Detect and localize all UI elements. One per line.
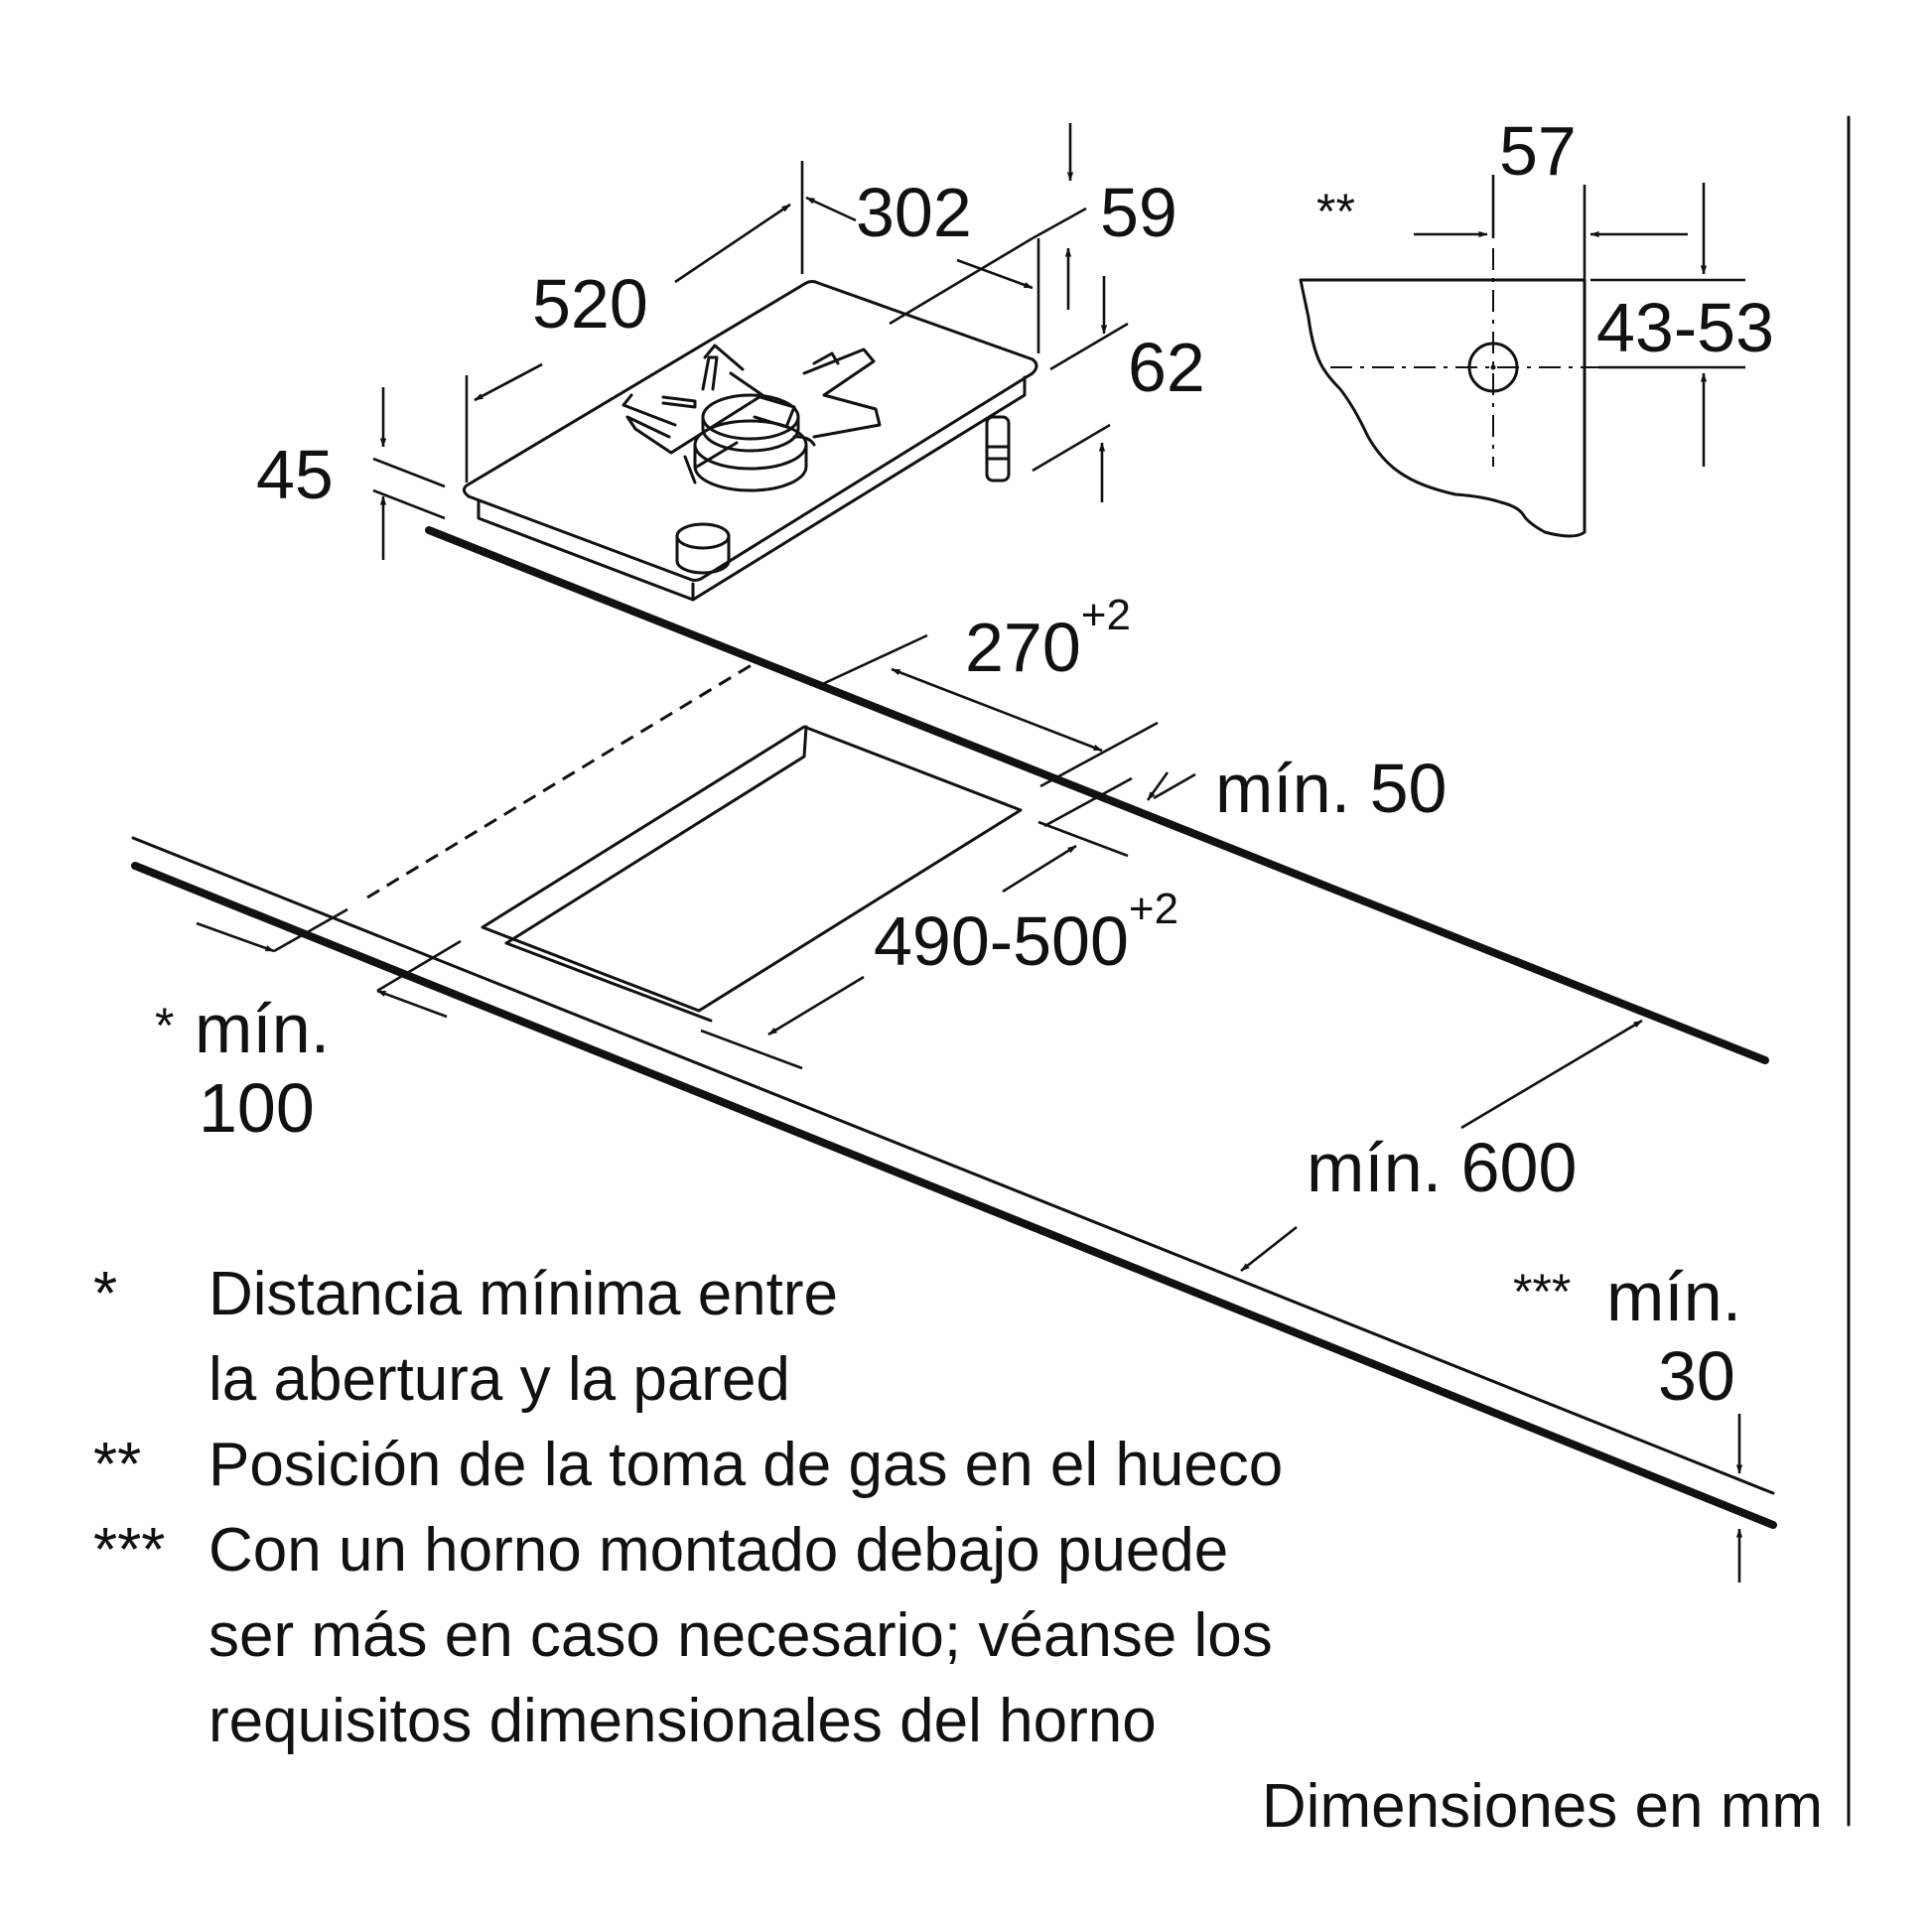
dim-270-label: 270	[965, 609, 1081, 686]
dimension-490-500: 490-500+2	[700, 820, 1178, 1070]
svg-text:490-500+2: 490-500+2	[874, 885, 1178, 980]
gas-detail-57-label: 57	[1499, 112, 1577, 190]
dim-490-500-label: 490-500	[874, 902, 1129, 980]
dimension-59: 59	[956, 123, 1177, 353]
dimension-270: 270+2	[815, 591, 1159, 788]
svg-text:270+2: 270+2	[965, 591, 1131, 686]
min-30-label: mín.	[1606, 1258, 1741, 1335]
cutout-opening	[481, 725, 1023, 1023]
min-600-label: mín. 600	[1307, 1129, 1577, 1206]
control-knob	[675, 522, 731, 575]
dim-302-label: 302	[856, 174, 972, 251]
dim-62-label: 62	[1128, 329, 1205, 406]
dimension-min-50: mín. 50	[1043, 750, 1447, 828]
dimension-min-600: mín. 600	[1240, 1019, 1643, 1273]
min-100-value: 100	[199, 1069, 315, 1147]
dimension-302: 302	[805, 174, 1087, 326]
dimension-45: 45	[256, 387, 446, 560]
dimension-62: 62	[1032, 247, 1205, 502]
note-1-line-2: la abertura y la pared	[208, 1345, 790, 1414]
note-3-line-1: Con un horno montado debajo puede	[208, 1516, 1228, 1585]
gas-detail-marker: **	[1316, 184, 1355, 239]
gas-connection-detail: ** 57 43-53	[1299, 112, 1774, 538]
min-100-star: *	[155, 998, 174, 1053]
note-3-marker: ***	[93, 1516, 165, 1585]
footnotes: * Distancia mínima entre la abertura y l…	[93, 1260, 1823, 1841]
pan-support-grate	[621, 344, 882, 484]
note-2-line-1: Posición de la toma de gas en el hueco	[208, 1431, 1283, 1499]
min-50-label: mín. 50	[1215, 750, 1447, 827]
min-30-value: 30	[1658, 1337, 1735, 1415]
units-caption: Dimensiones en mm	[1262, 1772, 1823, 1841]
note-3-line-3: requisitos dimensionales del horno	[208, 1687, 1157, 1755]
note-2-marker: **	[93, 1431, 141, 1499]
dim-490-500-tolerance: +2	[1129, 885, 1178, 933]
note-1-marker: *	[93, 1260, 117, 1328]
dimension-520: 520	[465, 161, 804, 483]
countertop-drawing	[131, 526, 1777, 1529]
dim-59-label: 59	[1100, 174, 1177, 251]
min-30-stars: ***	[1513, 1264, 1571, 1319]
gas-burner	[693, 393, 816, 492]
dim-45-label: 45	[256, 436, 334, 513]
dim-520-label: 520	[532, 265, 648, 343]
hob-drawing	[462, 280, 1038, 602]
dimension-min-30: *** mín. 30	[1513, 1258, 1743, 1583]
gas-detail-43-53-label: 43-53	[1596, 289, 1774, 366]
dim-270-tolerance: +2	[1081, 591, 1131, 639]
note-3-line-2: ser más en caso necesario; véanse los	[208, 1601, 1273, 1670]
note-1-line-1: Distancia mínima entre	[208, 1260, 838, 1328]
gas-connector-pipe	[985, 415, 1011, 483]
dimension-min-100: * mín. 100	[155, 907, 462, 1147]
min-100-label: mín.	[195, 990, 330, 1067]
